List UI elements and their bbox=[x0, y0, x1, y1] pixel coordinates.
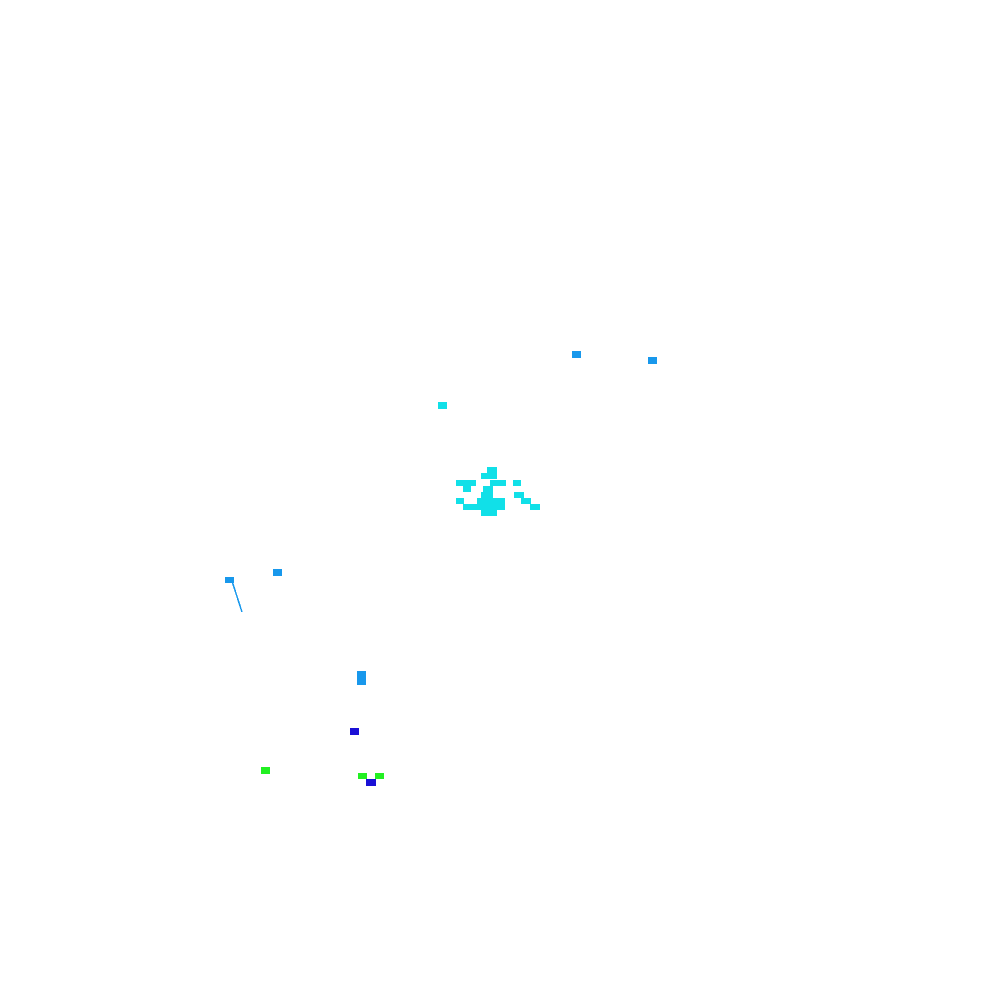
cyan-cluster-pixel-4 bbox=[463, 486, 471, 492]
blue-dot-1 bbox=[366, 779, 376, 786]
cyan-cluster-pixel-13 bbox=[481, 510, 497, 516]
cyan-cluster-pixel-12 bbox=[463, 504, 505, 510]
cyan-cluster-pixel-7 bbox=[481, 492, 493, 498]
blue-dot-0 bbox=[350, 728, 359, 735]
cyan-cluster-pixel-5 bbox=[483, 486, 493, 492]
cyan-cluster-pixel-0 bbox=[487, 467, 497, 475]
sky-blue-dot-4 bbox=[357, 671, 366, 685]
cyan-cluster-pixel-2 bbox=[456, 480, 476, 486]
green-dot-0 bbox=[261, 767, 270, 774]
cyan-cluster-pixel-14 bbox=[530, 504, 540, 510]
cyan-cluster-pixel-1 bbox=[481, 473, 497, 479]
sky-blue-dot-0 bbox=[572, 351, 581, 358]
cyan-cluster-pixel-9 bbox=[477, 498, 505, 504]
cyan-cluster-pixel-11 bbox=[521, 498, 531, 504]
cyan-dot bbox=[438, 402, 447, 409]
sky-blue-dot-1 bbox=[648, 357, 657, 364]
marks-layer bbox=[225, 351, 657, 786]
sky-blue-stroke bbox=[231, 580, 243, 613]
cyan-cluster-pixel-6 bbox=[513, 480, 521, 486]
cyan-cluster-pixel-8 bbox=[456, 498, 464, 504]
cyan-cluster-pixel-10 bbox=[514, 492, 524, 498]
sky-blue-dot-3 bbox=[225, 577, 234, 583]
cyan-cluster-pixel-3 bbox=[490, 480, 506, 486]
sky-blue-dot-2 bbox=[273, 569, 282, 576]
green-dot-1 bbox=[358, 773, 367, 779]
green-dot-2 bbox=[375, 773, 384, 779]
